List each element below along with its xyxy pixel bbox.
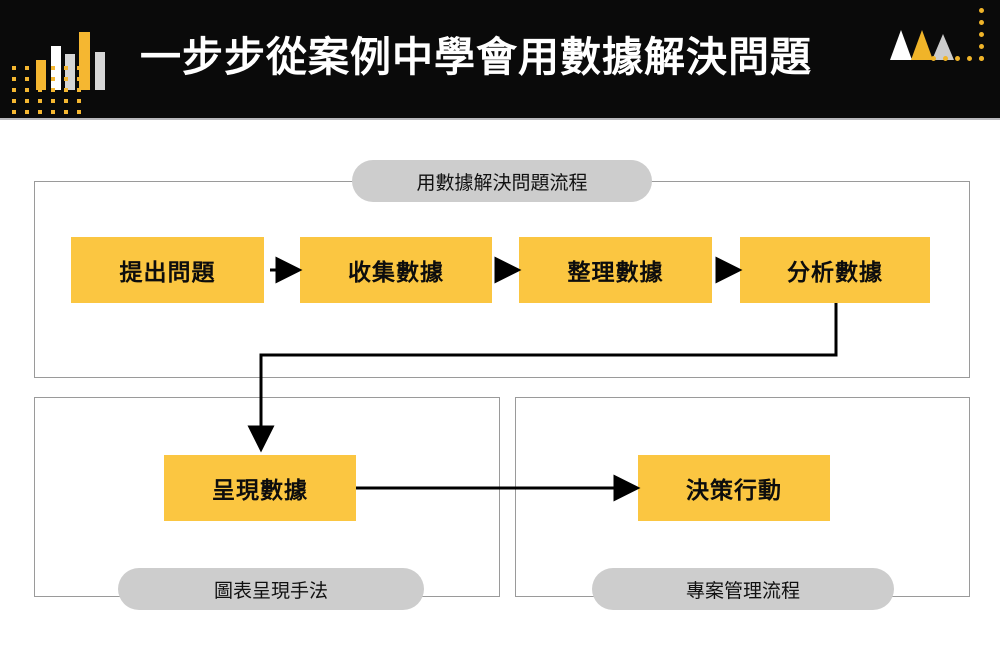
header-dot bbox=[979, 44, 984, 49]
logo-dot bbox=[38, 99, 42, 103]
header-dot bbox=[967, 56, 972, 61]
logo-dot bbox=[38, 66, 42, 70]
logo-dot bbox=[25, 77, 29, 81]
logo-dot bbox=[51, 110, 55, 114]
logo-dot bbox=[12, 66, 16, 70]
triangle-icon-3 bbox=[932, 34, 954, 60]
logo-dot bbox=[51, 77, 55, 81]
logo-dot bbox=[77, 88, 81, 92]
bar-chart-logo bbox=[36, 28, 108, 90]
flow-node-organize-data[interactable]: 整理數據 bbox=[519, 237, 712, 303]
header-dot bbox=[943, 56, 948, 61]
page-header: 一步步從案例中學會用數據解決問題 bbox=[0, 0, 1000, 118]
header-dot bbox=[979, 20, 984, 25]
header-dot bbox=[955, 56, 960, 61]
logo-dot bbox=[12, 99, 16, 103]
logo-dot bbox=[12, 88, 16, 92]
logo-dot bbox=[64, 99, 68, 103]
page-title: 一步步從案例中學會用數據解決問題 bbox=[140, 34, 812, 80]
logo-dot bbox=[38, 77, 42, 81]
logo-dot bbox=[25, 110, 29, 114]
triangle-icon-2 bbox=[911, 30, 933, 60]
logo-dot bbox=[77, 77, 81, 81]
panel-label-project-management: 專案管理流程 bbox=[592, 568, 894, 610]
logo-dot bbox=[77, 66, 81, 70]
header-dot bbox=[979, 56, 984, 61]
logo-bar-3 bbox=[65, 54, 75, 90]
logo-dot bbox=[77, 110, 81, 114]
logo-dot bbox=[64, 66, 68, 70]
header-dot bbox=[979, 8, 984, 13]
logo-bar-4 bbox=[79, 32, 90, 90]
header-divider bbox=[0, 118, 1000, 120]
triangle-icon-1 bbox=[890, 30, 912, 60]
logo-dot bbox=[38, 110, 42, 114]
panel-label-chart-methods: 圖表呈現手法 bbox=[118, 568, 424, 610]
logo-dot bbox=[51, 66, 55, 70]
logo-dot bbox=[38, 88, 42, 92]
logo-dot bbox=[51, 99, 55, 103]
flow-node-ask-question[interactable]: 提出問題 bbox=[71, 237, 264, 303]
logo-dot bbox=[25, 66, 29, 70]
logo-dot bbox=[77, 99, 81, 103]
flow-node-present-data[interactable]: 呈現數據 bbox=[164, 455, 356, 521]
logo-bar-1 bbox=[36, 60, 46, 90]
logo-dot bbox=[64, 110, 68, 114]
panel-label-data-process: 用數據解決問題流程 bbox=[352, 160, 652, 202]
logo-dot bbox=[12, 77, 16, 81]
logo-dot bbox=[25, 88, 29, 92]
logo-dot bbox=[25, 99, 29, 103]
logo-dot bbox=[12, 110, 16, 114]
triangle-decoration bbox=[890, 30, 954, 60]
header-dot bbox=[979, 32, 984, 37]
logo-dot-grid bbox=[12, 66, 90, 114]
logo-bar-2 bbox=[51, 46, 61, 90]
flow-node-collect-data[interactable]: 收集數據 bbox=[300, 237, 492, 303]
logo-dot bbox=[64, 88, 68, 92]
logo-dot bbox=[51, 88, 55, 92]
logo-bar-5 bbox=[95, 52, 105, 90]
flow-node-decide-action[interactable]: 決策行動 bbox=[638, 455, 830, 521]
flow-node-analyze-data[interactable]: 分析數據 bbox=[740, 237, 930, 303]
logo-dot bbox=[64, 77, 68, 81]
header-dot bbox=[931, 56, 936, 61]
